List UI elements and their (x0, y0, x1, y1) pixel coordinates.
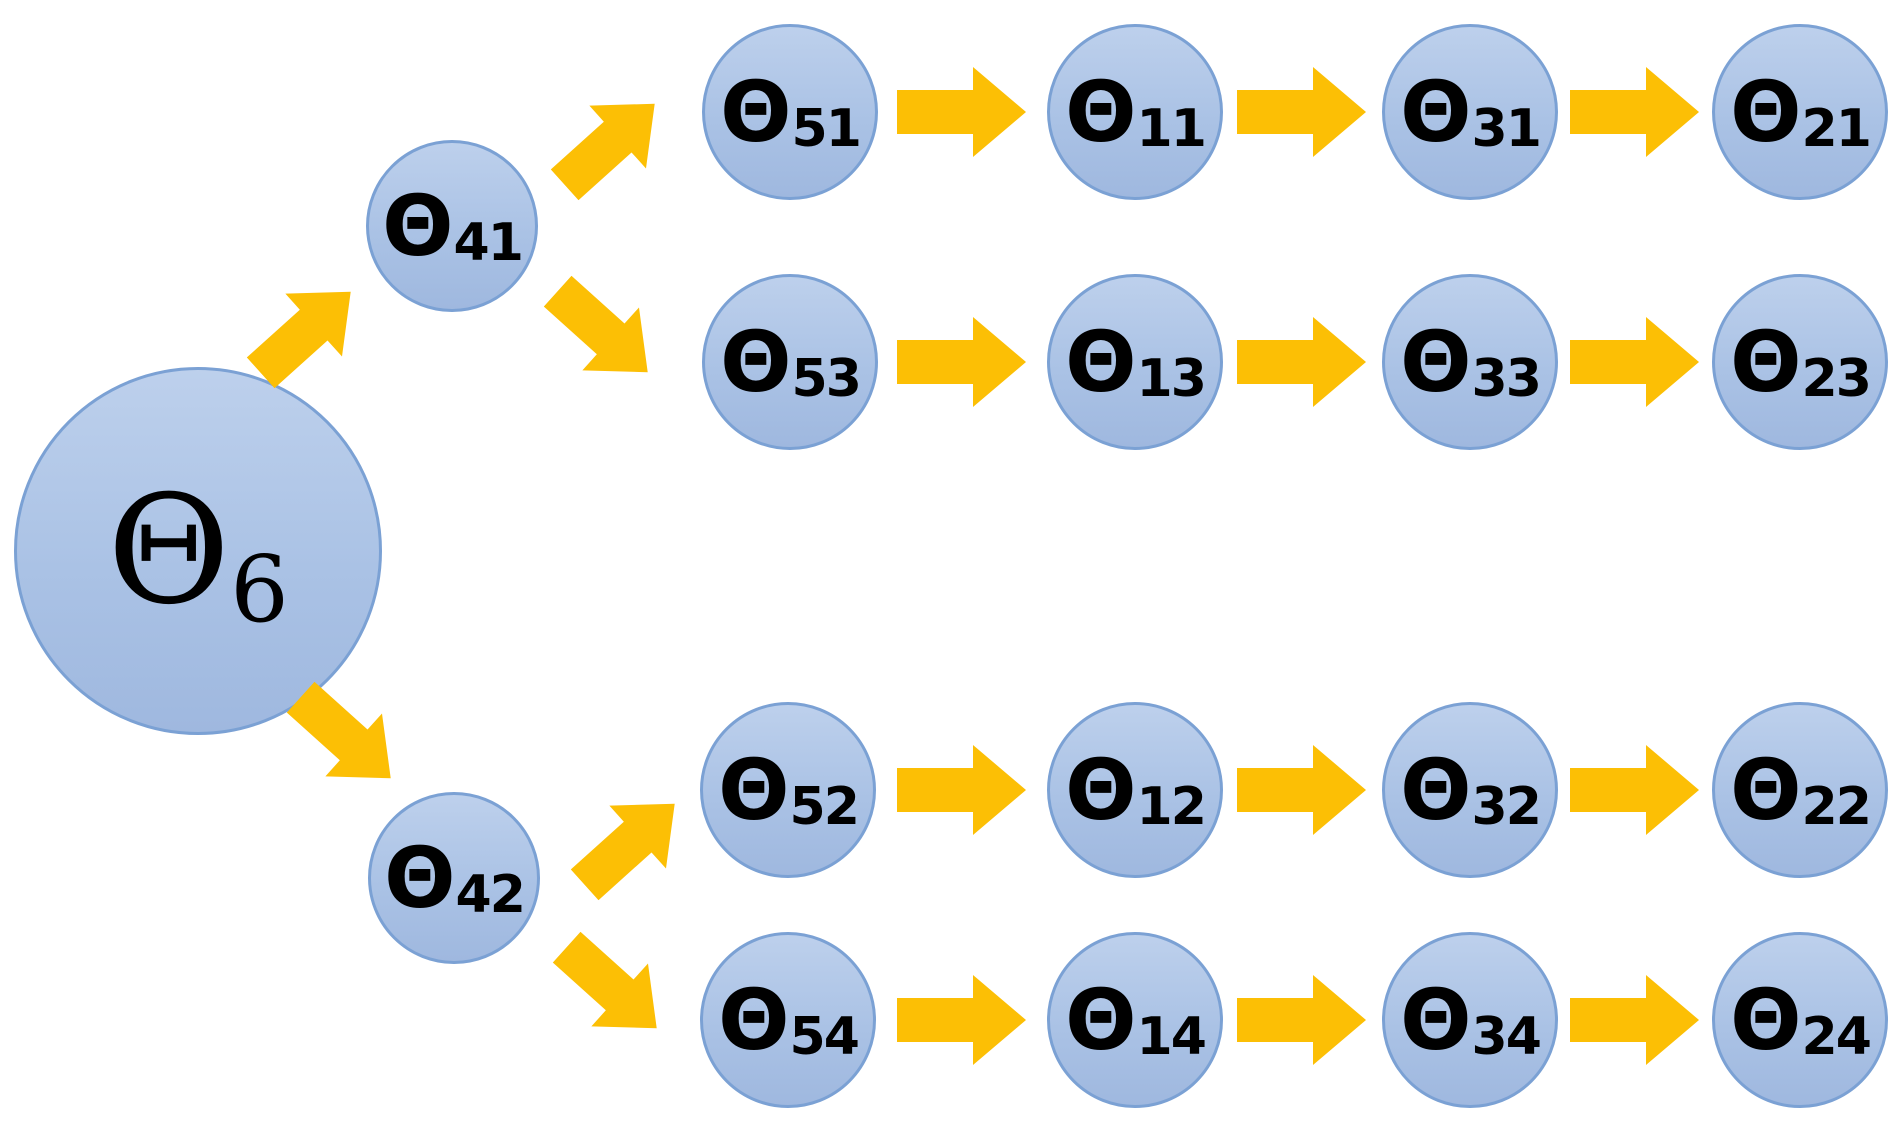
theta-subscript: 6 (230, 535, 289, 643)
arrow-theta54-to-theta14 (897, 975, 1026, 1065)
theta-symbol: Θ (382, 177, 454, 275)
theta-symbol: Θ (384, 829, 456, 927)
theta-symbol: Θ (1730, 63, 1802, 161)
arrow-theta33-to-theta23 (1570, 317, 1699, 407)
arrow-theta51-to-theta11 (897, 67, 1026, 157)
theta-symbol: Θ (1065, 313, 1137, 411)
arrow-theta52-to-theta12 (897, 745, 1026, 835)
theta-symbol: Θ (1730, 971, 1802, 1069)
theta-subscript: 34 (1471, 1006, 1542, 1067)
theta-subscript: 23 (1801, 348, 1872, 409)
theta-subscript: 13 (1136, 348, 1207, 409)
theta-subscript: 12 (1136, 776, 1207, 837)
arrow-theta53-to-theta13 (897, 317, 1026, 407)
theta-subscript: 54 (789, 1006, 860, 1067)
arrow-theta12-to-theta32 (1237, 745, 1366, 835)
theta-symbol: Θ (1400, 971, 1472, 1069)
theta-subscript: 31 (1471, 98, 1542, 159)
arrow-theta6-to-theta42 (286, 681, 391, 779)
theta-symbol: Θ (1730, 741, 1802, 839)
theta-subscript: 14 (1136, 1006, 1207, 1067)
theta-subscript: 11 (1136, 98, 1207, 159)
theta-symbol: Θ (1400, 313, 1472, 411)
arrow-theta42-to-theta52 (570, 803, 675, 901)
theta-symbol: Θ (720, 63, 792, 161)
theta-subscript: 51 (791, 98, 862, 159)
theta-subscript: 41 (453, 212, 524, 273)
theta-subscript: 42 (455, 864, 526, 925)
theta-subscript: 21 (1801, 98, 1872, 159)
theta-symbol: Θ (718, 971, 790, 1069)
theta-symbol: Θ (1400, 741, 1472, 839)
theta-symbol: Θ (107, 464, 231, 638)
arrow-theta13-to-theta33 (1237, 317, 1366, 407)
theta-symbol: Θ (1065, 741, 1137, 839)
arrow-theta31-to-theta21 (1570, 67, 1699, 157)
arrow-theta42-to-theta54 (552, 931, 657, 1029)
theta-symbol: Θ (718, 741, 790, 839)
theta-symbol: Θ (720, 313, 792, 411)
theta-symbol: Θ (1065, 971, 1137, 1069)
theta-subscript: 32 (1471, 776, 1542, 837)
theta-subscript: 33 (1471, 348, 1542, 409)
theta-subscript: 52 (789, 776, 860, 837)
theta-subscript: 22 (1801, 776, 1872, 837)
theta-symbol: Θ (1065, 63, 1137, 161)
arrow-theta14-to-theta34 (1237, 975, 1366, 1065)
arrow-theta11-to-theta31 (1237, 67, 1366, 157)
arrow-theta41-to-theta51 (550, 103, 655, 201)
theta-subscript: 53 (791, 348, 862, 409)
arrow-theta6-to-theta41 (246, 291, 351, 389)
theta-symbol: Θ (1730, 313, 1802, 411)
theta-symbol: Θ (1400, 63, 1472, 161)
arrow-theta32-to-theta22 (1570, 745, 1699, 835)
theta-subscript: 24 (1801, 1006, 1872, 1067)
arrow-theta34-to-theta24 (1570, 975, 1699, 1065)
arrow-theta41-to-theta53 (543, 275, 648, 373)
